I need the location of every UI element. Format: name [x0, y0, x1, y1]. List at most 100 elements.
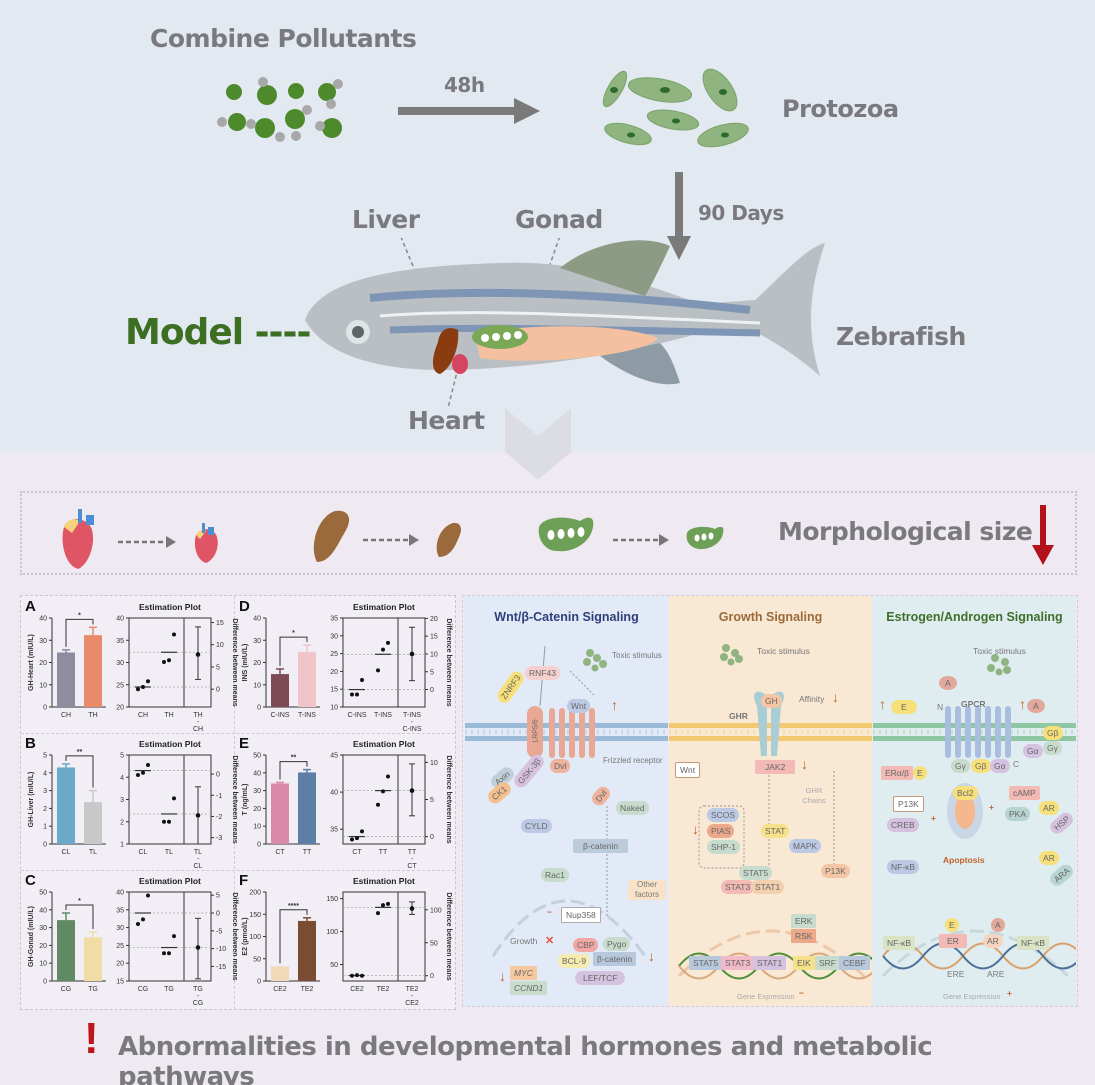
growth-blocked-icon: ✕ [545, 935, 555, 947]
node-stat1: STAT1 [751, 880, 785, 894]
node-other-factors: Other factors [628, 880, 666, 900]
significance-bracket [279, 909, 308, 964]
diff-x-tick-label: TE2 [406, 986, 419, 993]
bar-x-tick-label: CL [62, 849, 71, 856]
estimation-y-tick-label: 2 [120, 819, 124, 826]
bar-y-tick-label: 150 [249, 912, 261, 919]
diff-mean-point [409, 651, 415, 657]
significance-label: * [78, 898, 81, 905]
node-androgen-1: A [939, 676, 957, 690]
estimation-y-tick-label: 35 [330, 827, 338, 834]
data-point [172, 796, 176, 801]
node-pygo: Pygo [603, 937, 631, 951]
bar-y-tick-label: 50 [253, 753, 261, 760]
conclusion-text: Abnormalities in developmental hormones … [118, 1032, 933, 1085]
jak2-down-arrow-icon: ↓ [801, 756, 808, 772]
node-bcl2: Bcl2 [953, 786, 978, 800]
diff-y-tick-label: 10 [430, 651, 438, 658]
data-point [167, 819, 171, 824]
estimation-x-tick-label: TH [164, 712, 173, 719]
node-nfkb-1: NF-κB [887, 860, 920, 874]
node-gene-stat1: STAT1 [753, 956, 787, 970]
node-wnt-growth: Wnt [675, 762, 701, 778]
bar-y-tick-label: 30 [39, 925, 47, 932]
diff-x-tick-separator: - [411, 719, 414, 726]
bar-x-tick-label: CE2 [273, 986, 287, 993]
beta-catenin-down-arrow-icon: ↓ [648, 948, 655, 964]
node-g-gamma: Gγ [1043, 741, 1062, 755]
diff-y-tick-label: 0 [430, 834, 434, 841]
bar-y-tick-label: 3 [43, 788, 47, 795]
inhibitors-down-arrow-icon: ↓ [692, 821, 699, 837]
bar-x-tick-label: T-INS [298, 712, 316, 719]
bar [84, 635, 102, 707]
diff-y-tick-label: -5 [216, 928, 222, 935]
estimation-x-tick-label: CE2 [350, 986, 364, 993]
diff-axis-label: Difference between means [231, 755, 238, 843]
node-er: ER [939, 934, 967, 948]
bar-y-tick-label: 20 [253, 806, 261, 813]
bar-x-tick-label: TT [303, 849, 312, 856]
bar-y-tick-label: 50 [253, 956, 261, 963]
node-g-alpha-2: Gα [990, 759, 1010, 773]
estrogen-up-arrow-icon: ↑ [879, 696, 886, 712]
diff-y-tick-label: -1 [216, 793, 222, 800]
bar-y-tick-label: 0 [257, 842, 261, 849]
bar [84, 937, 102, 981]
node-rsk: RSK [791, 929, 817, 943]
panel-letter: F [239, 872, 249, 889]
estimation-y-tick-label: 15 [116, 979, 124, 986]
wnt-title: Wnt/β-Catenin Signaling [494, 610, 639, 624]
node-dvl-1: Dvl [550, 759, 571, 773]
estimation-y-tick-label: 3 [120, 797, 124, 804]
data-point [162, 819, 166, 824]
diff-x-tick-label: CE2 [405, 1000, 419, 1007]
diff-x-tick-label: CL [194, 863, 203, 870]
bar-x-tick-label: TH [88, 712, 97, 719]
diff-x-tick-label: TT [408, 849, 417, 856]
estimation-y-tick-label: 30 [116, 660, 124, 667]
estimation-title: Estimation Plot [353, 602, 415, 612]
diff-x-tick-label: CG [193, 1000, 204, 1007]
pollutants-icon [217, 77, 343, 142]
estimation-y-tick-label: 35 [330, 616, 338, 623]
bar-y-tick-label: 30 [253, 788, 261, 795]
data-point [146, 763, 150, 768]
estimation-y-tick-label: 20 [330, 669, 338, 676]
diff-x-tick-separator: - [197, 993, 200, 1000]
bar [298, 920, 316, 981]
estimation-frame [128, 891, 212, 982]
node-jak2: JAK2 [755, 760, 796, 774]
chevron-down-icon [505, 408, 571, 480]
bar-y-tick-label: 10 [39, 682, 47, 689]
estimation-title: Estimation Plot [139, 876, 201, 886]
estimation-y-tick-label: 40 [330, 790, 338, 797]
estimation-frame [342, 617, 426, 708]
node-myc: MYC [510, 966, 537, 980]
node-lrp: LRP5/6 [532, 719, 540, 743]
bar-x-tick-label: CG [61, 986, 72, 993]
bar-y-tick-label: 30 [253, 638, 261, 645]
diff-y-tick-label: 5 [216, 664, 220, 671]
node-androgen-3: A [991, 918, 1005, 932]
arrow-decrease-icon [1032, 505, 1054, 565]
bar-y-tick-label: 20 [39, 660, 47, 667]
data-point [376, 668, 380, 673]
node-beta-catenin-nuclear: β-catenin [593, 952, 637, 966]
node-pias: PIAS [707, 824, 735, 838]
significance-bracket [65, 755, 94, 788]
diff-y-tick-label: 0 [216, 911, 220, 918]
data-point [376, 802, 380, 807]
node-erk: ERK [791, 914, 817, 928]
panel-letter: D [239, 598, 250, 615]
node-stat: STAT [761, 824, 790, 838]
diff-y-tick-label: 5 [430, 669, 434, 676]
estimation-x-tick-label: CG [138, 986, 149, 993]
gonad-organ-icon [538, 517, 724, 552]
data-point [350, 837, 354, 842]
estrogen-androgen-pathway: Estrogen/Androgen Signaling Toxic stimul… [873, 596, 1077, 1006]
